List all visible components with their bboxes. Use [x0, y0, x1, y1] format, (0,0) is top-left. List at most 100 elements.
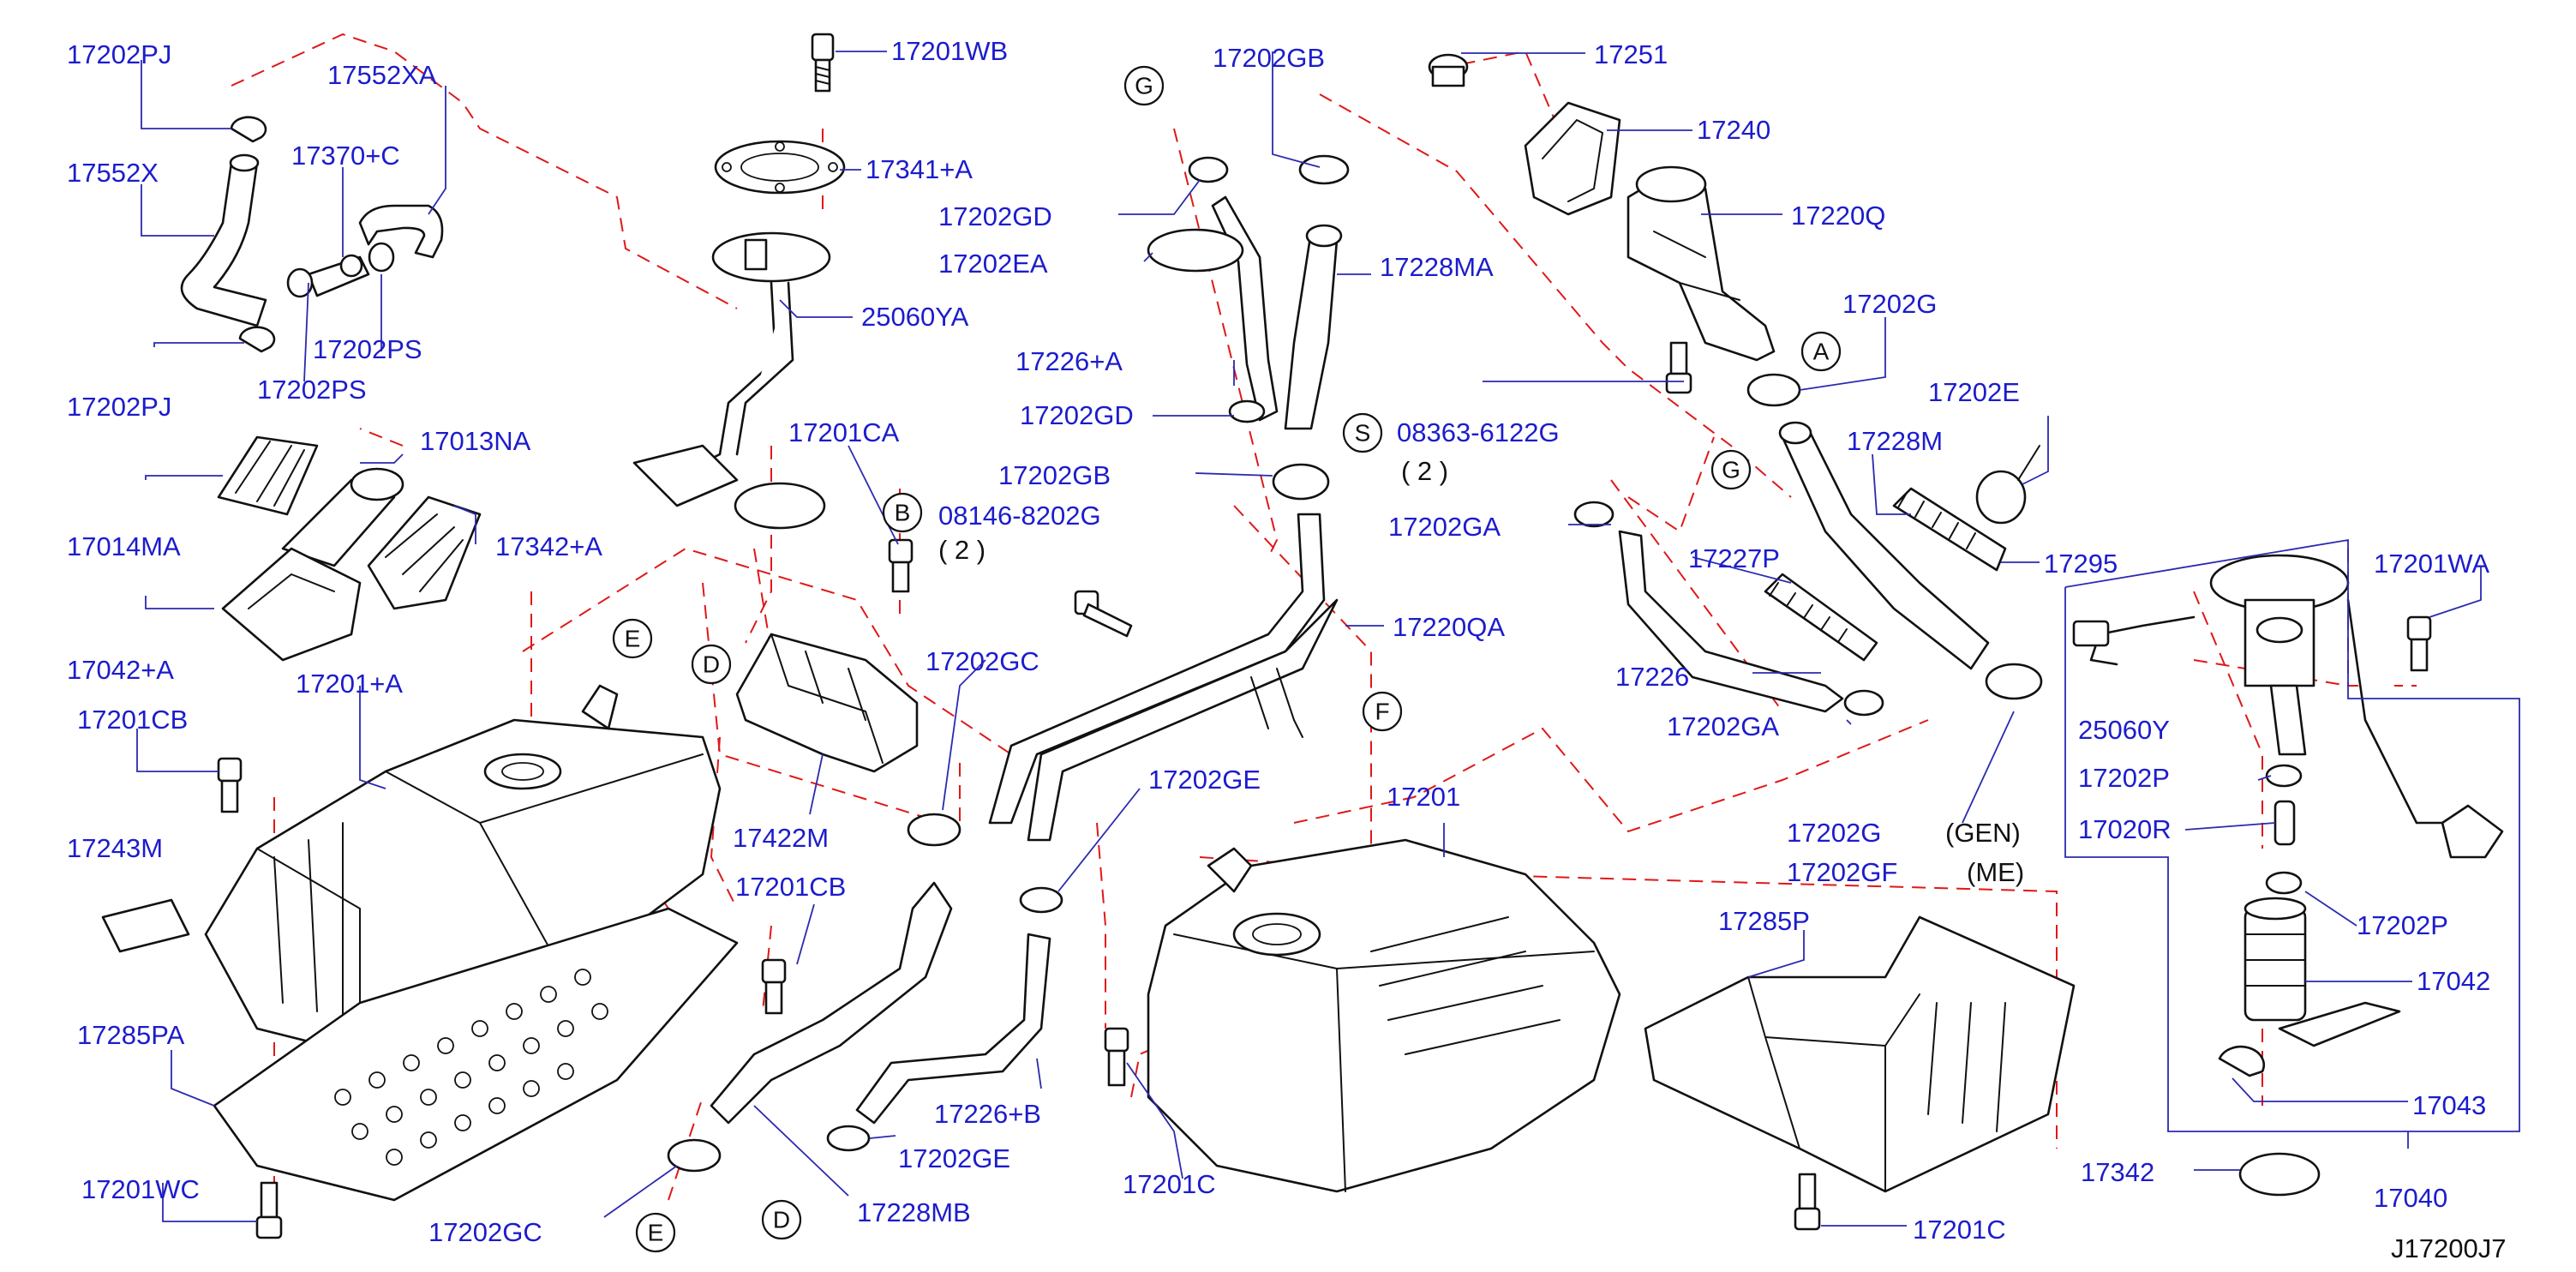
label-17202gc-b: 17202GC — [428, 1217, 542, 1247]
clamp-17202gc-top — [907, 813, 962, 847]
label-17240: 17240 — [1697, 115, 1770, 145]
clamp-17202p-top — [2265, 764, 2303, 788]
check-valve-17370c — [307, 254, 370, 297]
svg-text:E: E — [648, 1220, 664, 1246]
skid-plate-17285pa — [213, 907, 739, 1202]
callout-g-top: G — [1123, 65, 1165, 106]
filler-neck-17220q — [1626, 165, 1776, 362]
tube-17228m — [1778, 421, 1990, 670]
clamp-17202ps — [286, 242, 395, 298]
clamp-17202ge-top — [1019, 886, 1063, 914]
clamp-17202g-gen — [1985, 663, 2043, 700]
part-labels: 17202PJ 17552XA 17201WB 17202GB 17251 17… — [67, 36, 2490, 1247]
label-17202ge-b: 17202GE — [898, 1143, 1010, 1173]
svg-text:F: F — [1375, 699, 1389, 725]
callout-d-bottom: D — [761, 1199, 802, 1240]
label-17201a: 17201+A — [296, 669, 403, 699]
label-17422m: 17422M — [733, 823, 829, 853]
label-17202ga-a: 17202GA — [1388, 512, 1501, 542]
label-17042: 17042 — [2417, 966, 2490, 996]
hose-17226 — [1618, 530, 1844, 713]
filler-tube-17220qa — [988, 513, 1339, 842]
packing-17342 — [2238, 1152, 2321, 1197]
protector-17422m — [735, 633, 919, 773]
label-25060y: 25060Y — [2078, 715, 2170, 745]
clamp-17202g — [1746, 373, 1801, 407]
label-17202g-a: 17202G — [1842, 289, 1937, 319]
label-17202pj-b: 17202PJ — [67, 392, 171, 422]
label-17202gf: 17202GF — [1787, 857, 1897, 887]
svg-text:G: G — [1722, 457, 1740, 483]
qty-note-a: ( 2 ) — [1401, 456, 1448, 486]
svg-text:D: D — [773, 1207, 790, 1233]
label-17202e: 17202E — [1928, 377, 2020, 407]
callout-g-mid: G — [1710, 449, 1752, 490]
clamp-17202gb — [1272, 154, 1350, 501]
label-17552x: 17552X — [67, 158, 159, 188]
callout-b: B — [882, 492, 923, 533]
clamp-17202gc-bottom — [667, 1138, 722, 1173]
sender-unit-25060ya — [632, 231, 831, 507]
vapor-hose-17552x — [180, 153, 267, 327]
label-17202ge-a: 17202GE — [1148, 765, 1261, 795]
callout-d-top: D — [691, 644, 732, 685]
skid-plate-holes — [334, 969, 608, 1166]
bolt-17201c-a — [1104, 1027, 1129, 1087]
bolt-17201wc — [255, 1181, 283, 1239]
band-17202ea — [1147, 228, 1244, 273]
label-17202pj-a: 17202PJ — [67, 39, 171, 69]
svg-text:G: G — [1135, 73, 1153, 99]
pump-sock-17014ma — [217, 435, 319, 516]
label-17201c-a: 17201C — [1123, 1169, 1216, 1199]
clamp-17202ga-top — [1573, 501, 1614, 528]
pad-17243m — [101, 898, 190, 953]
bolt-17201wa — [2406, 615, 2432, 672]
label-17220qa: 17220QA — [1393, 612, 1505, 642]
label-17202ps-b: 17202PS — [257, 375, 367, 405]
cap-17251 — [1428, 53, 1469, 87]
label-17202gb-a: 17202GB — [1213, 43, 1325, 73]
svg-text:E: E — [625, 626, 641, 652]
fuel-tank-17201 — [1147, 838, 1621, 1193]
clamp-17202pj-bottom — [238, 326, 276, 353]
label-17285pa: 17285PA — [77, 1020, 185, 1050]
bolt-08363 — [1665, 341, 1692, 394]
callout-a: A — [1800, 331, 1842, 372]
label-17202ea: 17202EA — [938, 249, 1048, 279]
vapor-hose-17552xa — [358, 204, 444, 259]
svg-text:B: B — [895, 500, 911, 526]
kit-bracket-17040 — [2064, 538, 2520, 1132]
gasket-17341a — [714, 140, 846, 195]
label-25060ya: 25060YA — [861, 302, 969, 332]
label-17202gc-a: 17202GC — [926, 646, 1039, 676]
svg-text:S: S — [1355, 420, 1371, 447]
bolt-17201c-b — [1794, 1173, 1821, 1231]
label-17228ma: 17228MA — [1380, 252, 1494, 282]
label-17201cb-a: 17201CB — [77, 705, 188, 735]
bolt-08146 — [1074, 590, 1133, 638]
diagram-code: J17200J7 — [2391, 1233, 2506, 1263]
filter-17342a — [367, 495, 482, 610]
label-17201c-b: 17201C — [1913, 1215, 2006, 1245]
band-17202e — [1975, 445, 2040, 525]
label-17202p-a: 17202P — [2078, 763, 2170, 793]
label-17226b: 17226+B — [934, 1099, 1041, 1129]
label-17201wc: 17201WC — [81, 1174, 200, 1204]
bolt-17201cb-b — [761, 958, 787, 1015]
label-17201: 17201 — [1387, 782, 1460, 812]
hose-17020r — [2273, 800, 2296, 846]
bolt-17201ca — [888, 538, 914, 593]
label-17014ma: 17014MA — [67, 531, 181, 561]
callout-f: F — [1362, 691, 1403, 732]
pump-module-25060y — [2072, 554, 2504, 859]
label-17228mb: 17228MB — [857, 1197, 971, 1227]
hose-17228ma — [1284, 224, 1343, 430]
label-17342a: 17342+A — [495, 531, 602, 561]
bolt-17201wb — [811, 33, 835, 93]
pump-17042 — [2244, 897, 2307, 1022]
label-17202gd-b: 17202GD — [1020, 400, 1134, 430]
label-17202ps-a: 17202PS — [313, 334, 422, 364]
corrugated-hose-17295 — [1892, 487, 2007, 572]
label-17202g-b: 17202G — [1787, 818, 1881, 848]
label-17202p-b: 17202P — [2357, 910, 2448, 940]
